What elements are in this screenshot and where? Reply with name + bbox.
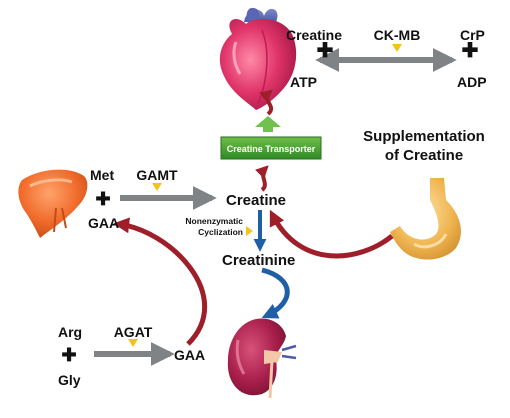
transporter-up-arrow (255, 116, 281, 132)
atp-label: ATP (290, 74, 317, 90)
creatine-to-transporter-arrow (255, 165, 269, 192)
heart-icon (219, 7, 297, 111)
creatinine-to-kidney-arrow (261, 267, 290, 319)
creatine-transporter-label: Creatine Transporter (227, 144, 316, 154)
supplementation-label: Supplementation (363, 128, 485, 145)
adp-label: ADP (457, 74, 487, 90)
creatine-top-label: Creatine (286, 27, 342, 43)
supplementation-label-line2: of Creatine (385, 147, 463, 164)
ck-mb-label: CK-MB (374, 27, 421, 43)
plus-sign: ✚ (317, 40, 334, 62)
agat-marker (128, 339, 138, 347)
cyclization-marker (246, 226, 253, 236)
gaa-transport-arrow (113, 217, 208, 346)
ck-mb-marker (392, 44, 402, 52)
gly-label: Gly (58, 372, 81, 388)
stomach-icon (390, 178, 461, 260)
gaa-liver-label: GAA (88, 215, 119, 231)
creatine-center-label: Creatine (226, 192, 286, 209)
plus-sign: ✚ (61, 345, 76, 365)
transporter-to-heart-arrow (259, 89, 274, 116)
gamt-marker (152, 183, 162, 191)
cyclization-label: Cyclization (198, 227, 243, 237)
creatinine-label: Creatinine (222, 252, 295, 269)
liver-icon (18, 169, 88, 238)
agat-label: AGAT (114, 324, 153, 340)
crp-label: CrP (460, 27, 485, 43)
gamt-label: GAMT (136, 167, 178, 183)
creatine-transporter-box (220, 136, 322, 160)
kidney-icon (227, 318, 297, 399)
gaa-kidney-label: GAA (174, 347, 205, 363)
met-label: Met (90, 167, 114, 183)
supplementation-arrow (269, 209, 394, 259)
plus-sign: ✚ (462, 40, 479, 62)
nonenzymatic-label: Nonenzymatic (185, 216, 243, 226)
plus-sign: ✚ (95, 189, 110, 209)
arg-label: Arg (58, 324, 82, 340)
